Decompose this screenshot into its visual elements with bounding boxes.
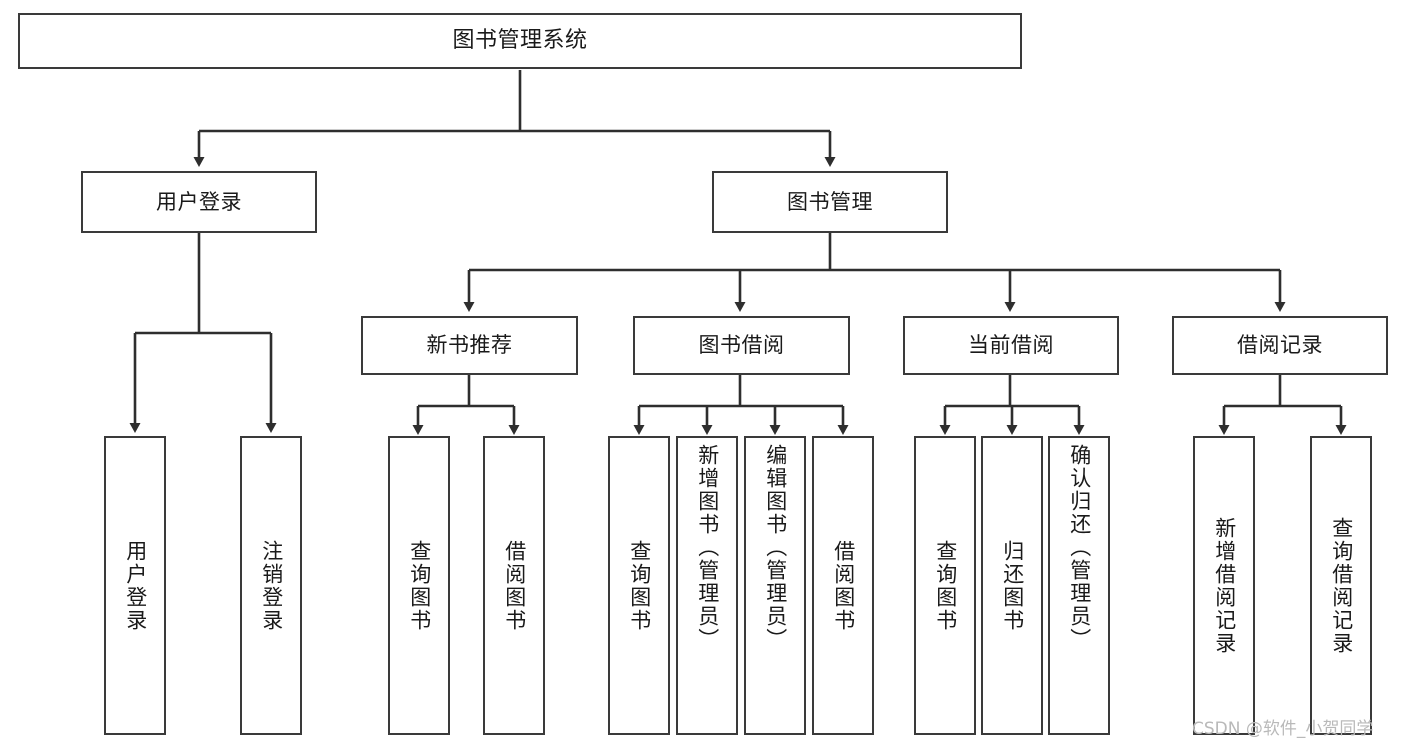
node-label: 查询借阅记录 [1329, 516, 1354, 655]
node-label: 当前借阅 [968, 333, 1054, 358]
leaf-borrow-book[interactable]: 借阅图书 [812, 436, 874, 735]
node-label: 确认归还（管理员） [1067, 444, 1092, 651]
node-label: 编辑图书（管理员） [763, 444, 788, 651]
node-new-book-recommend[interactable]: 新书推荐 [361, 316, 578, 375]
node-label: 借阅图书 [502, 539, 527, 632]
leaf-query-book-current[interactable]: 查询图书 [914, 436, 976, 735]
leaf-confirm-return[interactable]: 确认归还（管理员） [1048, 436, 1110, 735]
node-label: 归还图书 [1000, 539, 1025, 632]
leaf-user-logout[interactable]: 注销登录 [240, 436, 302, 735]
watermark-text: CSDN @软件_小贺同学 [1192, 719, 1374, 739]
node-label: 新增图书（管理员） [695, 444, 720, 651]
node-label: 借阅记录 [1237, 333, 1323, 358]
node-label: 图书管理系统 [452, 28, 588, 54]
node-label: 用户登录 [123, 539, 148, 632]
node-book-management-system[interactable]: 图书管理系统 [18, 13, 1022, 69]
node-label: 新书推荐 [426, 333, 513, 358]
node-label: 注销登录 [259, 539, 284, 632]
node-current-borrow[interactable]: 当前借阅 [903, 316, 1119, 375]
node-label: 图书管理 [787, 189, 873, 214]
node-label: 查询图书 [627, 539, 652, 632]
node-book-manage[interactable]: 图书管理 [712, 171, 948, 233]
node-book-borrow[interactable]: 图书借阅 [633, 316, 850, 375]
node-borrow-record[interactable]: 借阅记录 [1172, 316, 1388, 375]
node-user-login[interactable]: 用户登录 [81, 171, 317, 233]
node-label: 查询图书 [933, 539, 958, 632]
node-label: 查询图书 [407, 539, 432, 632]
node-label: 用户登录 [156, 189, 242, 214]
node-label: 借阅图书 [831, 539, 856, 632]
leaf-add-borrow-record[interactable]: 新增借阅记录 [1193, 436, 1255, 735]
leaf-query-book-borrow[interactable]: 查询图书 [608, 436, 670, 735]
leaf-user-login[interactable]: 用户登录 [104, 436, 166, 735]
leaf-return-book[interactable]: 归还图书 [981, 436, 1043, 735]
leaf-add-book[interactable]: 新增图书（管理员） [676, 436, 738, 735]
leaf-query-book-new[interactable]: 查询图书 [388, 436, 450, 735]
leaf-edit-book[interactable]: 编辑图书（管理员） [744, 436, 806, 735]
node-label: 新增借阅记录 [1212, 516, 1237, 655]
leaf-query-borrow-record[interactable]: 查询借阅记录 [1310, 436, 1372, 735]
leaf-borrow-book-new[interactable]: 借阅图书 [483, 436, 545, 735]
node-label: 图书借阅 [698, 333, 785, 358]
